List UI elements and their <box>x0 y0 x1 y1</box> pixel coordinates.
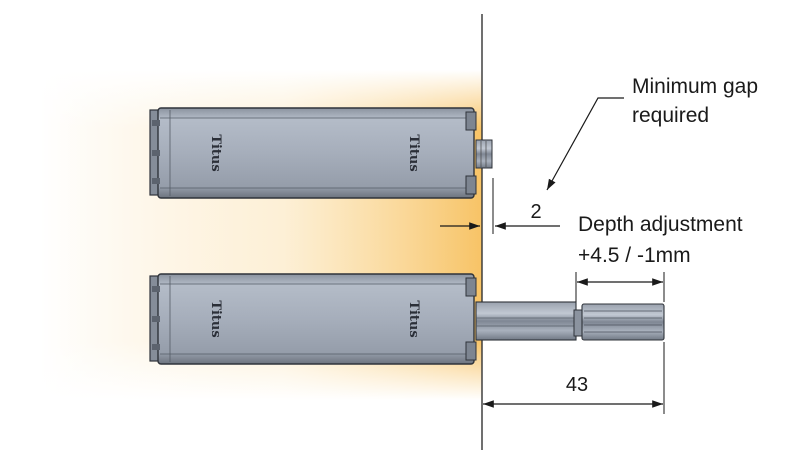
depth-label-line2: +4.5 / -1mm <box>578 244 691 267</box>
gap-dimension: 2 <box>440 178 560 234</box>
latch-retracted: Titus Titus <box>149 107 493 199</box>
depth-adjustment-dimension: Depth adjustment +4.5 / -1mm <box>575 213 743 302</box>
depth-label-line1: Depth adjustment <box>578 213 743 236</box>
brand-logo-4: Titus <box>406 300 421 337</box>
brand-logo-1: Titus <box>208 134 223 171</box>
gap-value: 2 <box>530 201 541 223</box>
length-value: 43 <box>566 374 588 396</box>
brand-logo-3: Titus <box>208 300 223 337</box>
latch-extended: Titus Titus <box>149 273 665 365</box>
min-gap-label-line2: required <box>632 104 709 127</box>
min-gap-leader: Minimum gap required <box>546 75 758 191</box>
min-gap-label-line1: Minimum gap <box>632 75 758 98</box>
brand-logo-2: Titus <box>406 134 421 171</box>
length-dimension: 43 <box>483 342 665 414</box>
